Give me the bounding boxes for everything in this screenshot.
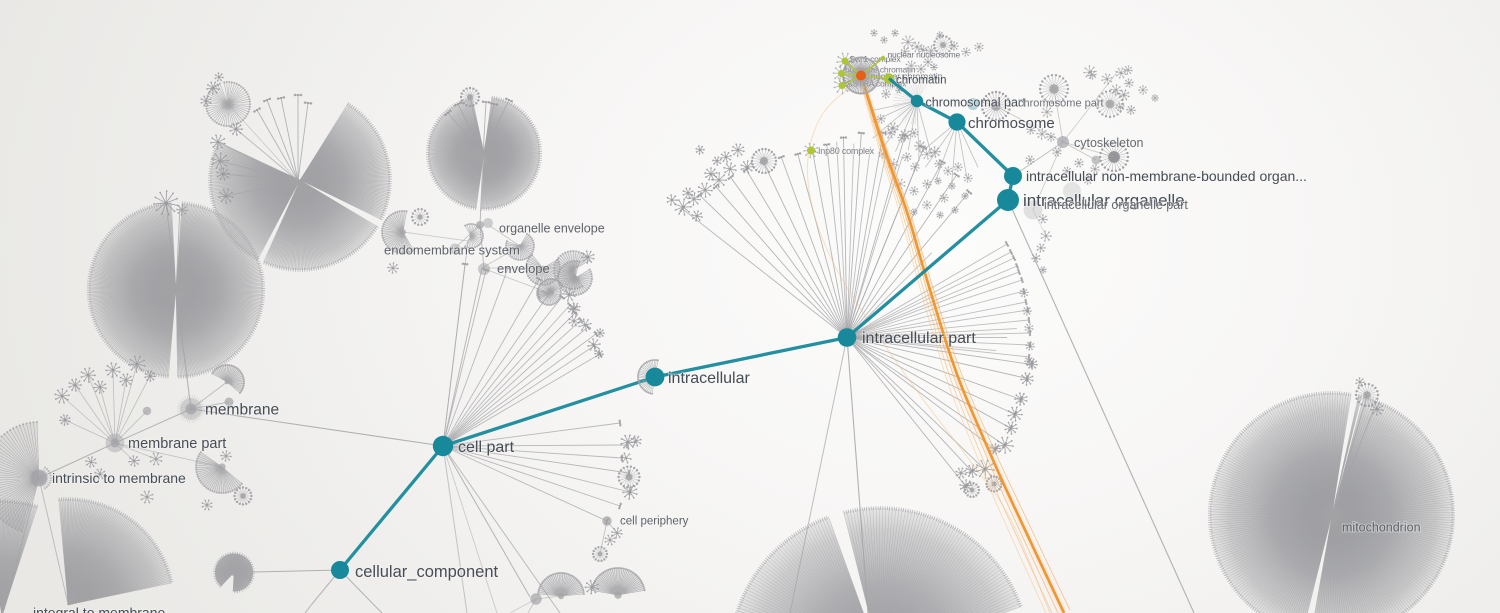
svg-text:membrane part: membrane part [128,436,226,452]
svg-text:intracellular organelle part: intracellular organelle part [1044,198,1188,212]
svg-text:chromosomal part: chromosomal part [926,96,1027,110]
svg-text:intracellular: intracellular [668,370,750,387]
svg-text:nuclear nucleosome: nuclear nucleosome [888,50,961,60]
svg-text:cell part: cell part [458,439,515,456]
svg-text:chromatin: chromatin [896,75,947,87]
svg-text:organelle envelope: organelle envelope [499,222,605,236]
svg-text:cell periphery: cell periphery [620,516,689,528]
svg-text:endomembrane system: endomembrane system [384,243,520,258]
svg-text:Inp80 complex: Inp80 complex [818,146,875,156]
svg-text:intracellular non-membrane-bou: intracellular non-membrane-bounded organ… [1026,168,1307,184]
svg-text:mitochondrion: mitochondrion [1342,521,1421,535]
svg-text:chromosome: chromosome [968,115,1055,132]
svg-text:intrinsic to membrane: intrinsic to membrane [52,470,186,486]
svg-text:intracellular organelle: intracellular organelle [1023,191,1185,210]
svg-text:chromosome part: chromosome part [1018,98,1104,110]
svg-text:cytoskeleton: cytoskeleton [1074,136,1144,150]
svg-text:integral to membrane: integral to membrane [33,605,166,613]
svg-text:envelope: envelope [497,261,550,276]
svg-text:intracellular part: intracellular part [862,330,976,347]
svg-text:membrane: membrane [205,402,279,419]
svg-text:cellular_component: cellular_component [355,563,499,581]
